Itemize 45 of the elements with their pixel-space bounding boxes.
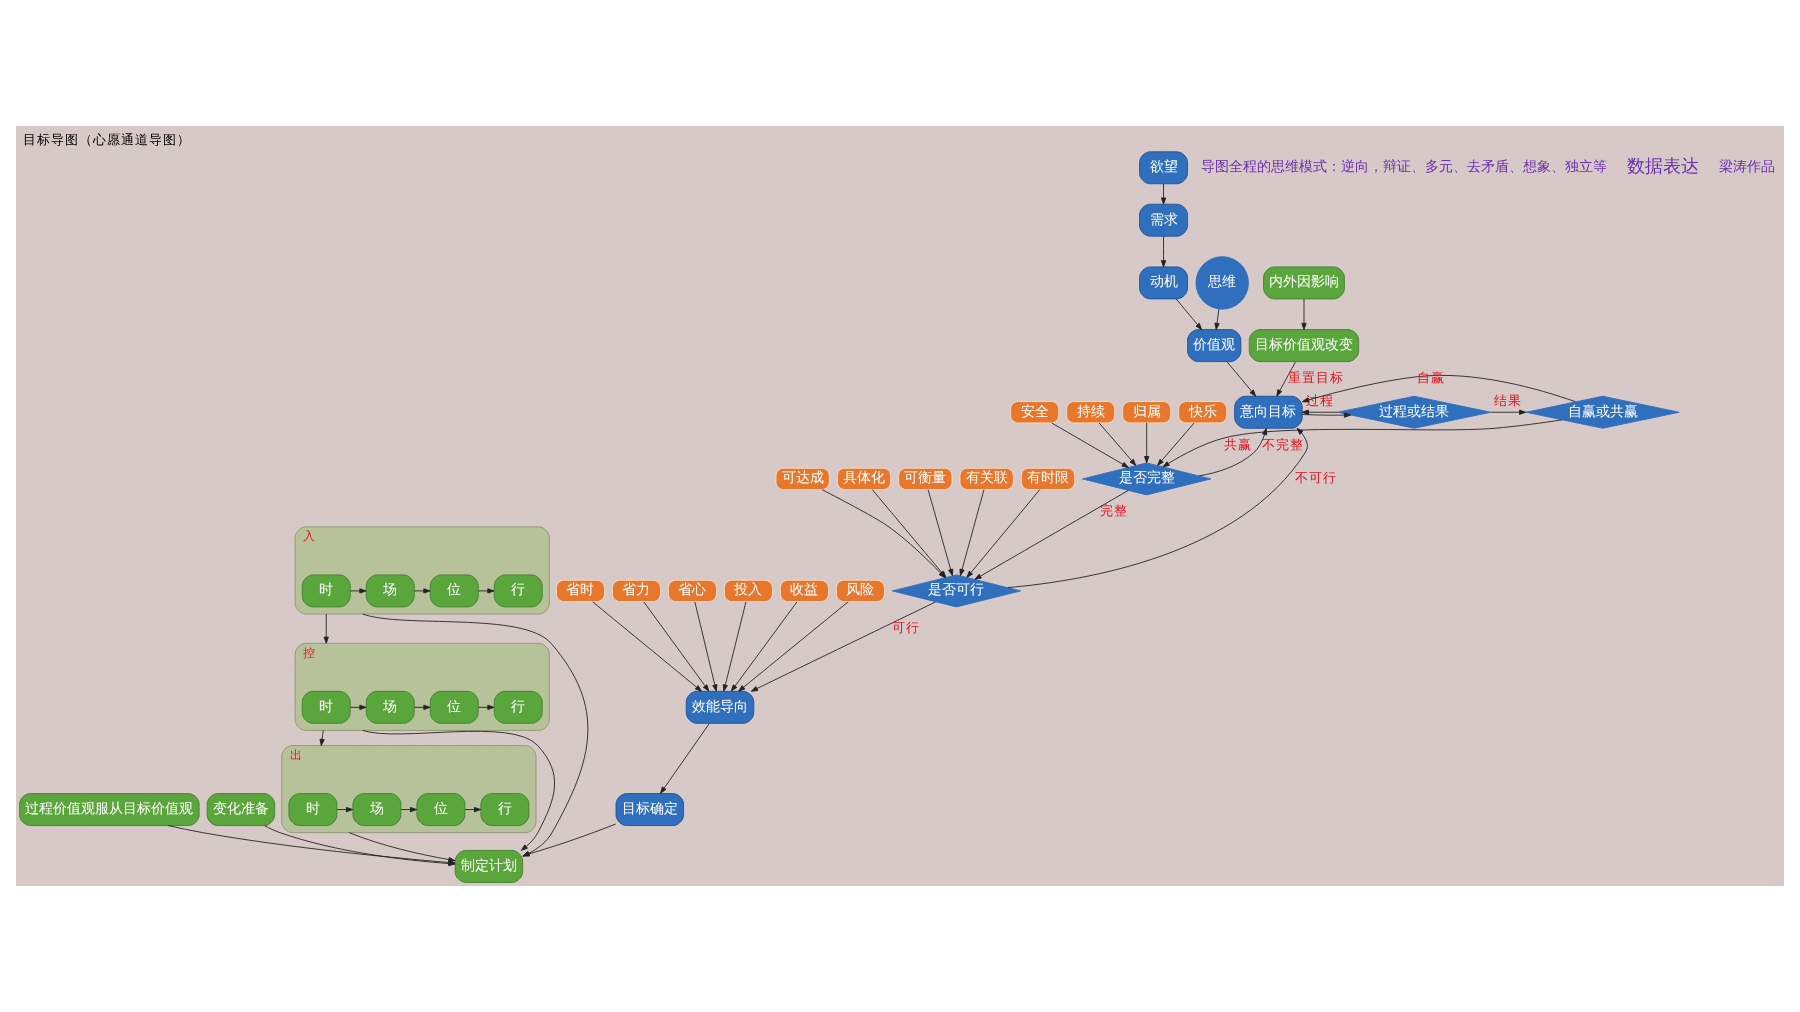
arrow xyxy=(348,832,456,863)
arrow xyxy=(414,704,431,710)
arrow xyxy=(966,489,1041,578)
arrow xyxy=(336,806,354,813)
arrow xyxy=(1301,409,1339,415)
arrow xyxy=(1301,374,1576,403)
arrow xyxy=(362,613,589,857)
arrow xyxy=(1198,428,1268,477)
arrow xyxy=(1007,427,1308,589)
arrow xyxy=(592,601,702,692)
arrow xyxy=(1051,422,1129,468)
arrow xyxy=(522,823,617,857)
arrow xyxy=(362,730,555,851)
arrow xyxy=(1160,183,1167,205)
arrow xyxy=(722,601,747,692)
arrow xyxy=(319,730,325,746)
arrow xyxy=(694,601,718,692)
arrow xyxy=(1157,422,1195,466)
arrow xyxy=(660,723,710,794)
arrow xyxy=(750,601,936,692)
arrow xyxy=(1301,412,1351,418)
arrow xyxy=(350,588,367,594)
arrow xyxy=(350,704,367,710)
label: 数据表达 xyxy=(1627,158,1700,179)
arrow xyxy=(730,601,798,692)
arrow xyxy=(1214,308,1220,330)
arrow xyxy=(1098,422,1137,466)
arrow xyxy=(478,588,495,594)
arrow xyxy=(464,806,482,813)
arrow xyxy=(400,806,418,813)
arrow xyxy=(974,489,1129,580)
arrow xyxy=(1490,409,1527,415)
arrow xyxy=(1276,361,1296,397)
arrow xyxy=(959,489,985,577)
arrow xyxy=(323,613,329,644)
arrow xyxy=(1226,361,1257,397)
arrow xyxy=(1144,422,1150,464)
arrow xyxy=(1162,419,1563,468)
arrow xyxy=(1175,298,1203,330)
arrow xyxy=(1301,298,1307,330)
arrow xyxy=(414,588,431,594)
arrow xyxy=(1160,236,1167,268)
arrow xyxy=(738,601,849,692)
arrow xyxy=(478,704,495,710)
arrow xyxy=(643,601,710,692)
